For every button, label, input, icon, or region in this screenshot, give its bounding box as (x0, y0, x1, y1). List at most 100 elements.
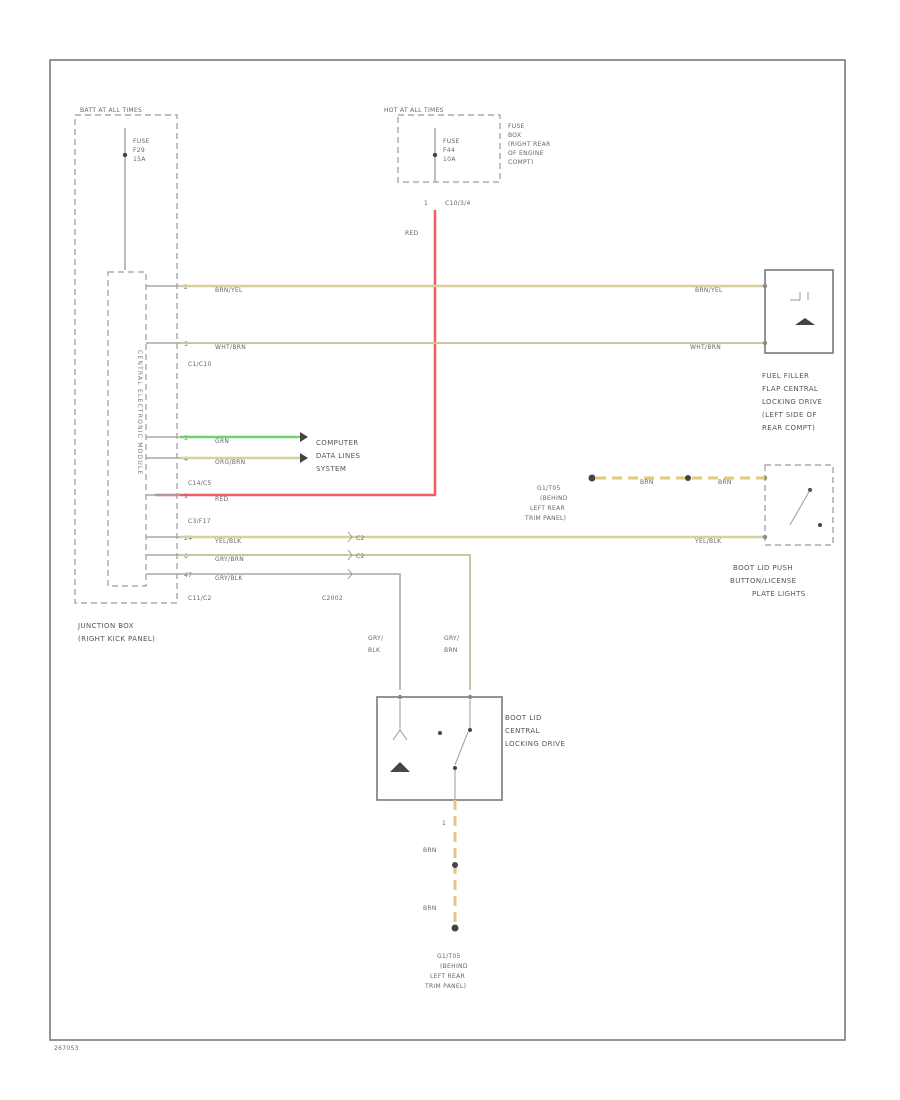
pin-label-3: 3 (184, 435, 188, 442)
wire-label-yel-blk-right: YEL/BLK (694, 538, 722, 545)
fuel-filler-motor-icon (795, 318, 815, 325)
wire-label-gry-left: GRY/ (368, 635, 384, 642)
module-pins: 2 5 3 4 1 24 6 47 (146, 284, 192, 579)
boot-drive-name-1: BOOT LID (505, 714, 542, 722)
computer-label: COMPUTER (316, 439, 359, 447)
diagram-frame (49, 59, 846, 1041)
gry-brn-wire (180, 554, 471, 690)
fuse-box-fuse-amperage: 10A (443, 156, 456, 163)
pin-label-6: 6 (184, 553, 188, 560)
junction-connector-3: C3/F17 (188, 518, 211, 525)
boot-switch-contact (789, 489, 811, 526)
pin-label-1: 1 (184, 493, 188, 500)
fuel-filler-box (764, 269, 834, 354)
fuel-filler-drive: FUEL FILLER FLAP CENTRAL LOCKING DRIVE (… (762, 269, 834, 432)
boot-switch-name-2: BUTTON/LICENSE (730, 577, 796, 585)
boot-drive-box (376, 696, 503, 801)
wire-label-brn-bottom-2: BRN (423, 905, 437, 912)
boot-lid-drive: BOOT LID CENTRAL LOCKING DRIVE (376, 694, 565, 801)
wire-label-red-2: RED (215, 496, 229, 503)
wire-label-org-brn: ORG/BRN (215, 459, 245, 466)
boot-drive-motor-icon (390, 762, 410, 772)
system-label: SYSTEM (316, 465, 346, 473)
fuel-filler-name-4: (LEFT SIDE OF (762, 411, 817, 419)
junction-fuse-terminal (122, 152, 128, 158)
drive-pin-label: 1 (442, 820, 446, 827)
fuse-box-name-4: OF ENGINE (508, 150, 544, 157)
fuse-box-name-2: BOX (508, 132, 521, 139)
module-side-text: CENTRAL ELECTRONIC MODULE (136, 350, 143, 475)
wire-label-grn: GRN (215, 438, 229, 445)
ground-top-name-3: LEFT REAR (530, 505, 565, 512)
pin-label-4: 4 (184, 456, 188, 463)
grn-arrow (300, 432, 308, 442)
fuse-box-outline (397, 114, 501, 183)
diagram-id: 267053 (54, 1045, 79, 1052)
c2-label-1: C2 (356, 535, 365, 542)
boot-lid-switch: BOOT LID PUSH BUTTON/LICENSE PLATE LIGHT… (730, 464, 834, 598)
red-wire (155, 210, 437, 497)
fuel-filler-name-5: REAR COMPT) (762, 424, 815, 432)
gry-blk-wire (180, 573, 401, 690)
fuel-filler-motor-symbol (790, 292, 809, 301)
fuse-box-header: HOT AT ALL TIMES (384, 107, 444, 114)
wire-label-wht-brn-left: WHT/BRN (215, 344, 246, 351)
junction-box-name-2: (RIGHT KICK PANEL) (78, 635, 155, 643)
fuel-filler-name-1: FUEL FILLER (762, 372, 809, 380)
ground-point-top (588, 474, 596, 482)
pin-label-47: 47 (184, 572, 192, 579)
fuse-box-name-3: (RIGHT REAR (508, 141, 551, 148)
ground-top-name-2: (BEHIND (540, 495, 568, 502)
pin-label-2: 2 (184, 284, 188, 291)
wire-label-brn-yel-left: BRN/YEL (215, 287, 243, 294)
fuel-filler-name-3: LOCKING DRIVE (762, 398, 822, 406)
c2-label-2: C2 (356, 553, 365, 560)
fuse-box: HOT AT ALL TIMES FUSE F44 10A FUSE BOX (… (384, 107, 551, 237)
data-lines-label: DATA LINES (316, 452, 360, 460)
junction-connector-1: C1/C10 (188, 361, 212, 368)
wire-label-brn-right: BRN (444, 647, 458, 654)
fuse-box-fuse-label: FUSE (443, 138, 460, 145)
fuse-box-pin: 1 (424, 200, 428, 207)
ground-top-name-4: TRIM PANEL) (524, 515, 566, 522)
fuel-filler-name-2: FLAP CENTRAL (762, 385, 818, 393)
ground-bottom-name-2: (BEHIND (440, 963, 468, 970)
fuse-box-terminal (432, 152, 438, 158)
fuse-box-name-5: COMPT) (508, 159, 534, 166)
splice-dot (685, 475, 691, 481)
wire-label-brn-top-1: BRN (640, 479, 654, 486)
bottom-splice-dot (452, 862, 458, 868)
wire-label-wht-brn-right: WHT/BRN (690, 344, 721, 351)
wire-label-gry-right: GRY/ (444, 635, 460, 642)
boot-drive-motor-symbol (392, 700, 408, 741)
connector-c2: C2 C2 C2002 (322, 531, 365, 602)
junction-box: BATT AT ALL TIMES FUSE F29 15A CENTRAL E… (74, 107, 212, 643)
org-brn-arrow (300, 453, 308, 463)
wire-label-brn-bottom-1: BRN (423, 847, 437, 854)
boot-switch-outline (764, 464, 834, 546)
fuse-box-name-1: FUSE (508, 123, 525, 130)
boot-drive-name-2: CENTRAL (505, 727, 540, 735)
ground-bottom-name-3: LEFT REAR (430, 973, 465, 980)
junction-fuse-number: F29 (133, 147, 145, 154)
ground-bottom-name-1: G1/T05 (437, 953, 461, 960)
ground-top-name-1: G1/T05 (537, 485, 561, 492)
pin-label-5: 5 (184, 341, 188, 348)
junction-fuse-amperage: 15A (133, 156, 146, 163)
central-electronic-module (107, 271, 147, 587)
wire-label-red: RED (405, 230, 419, 237)
boot-drive-contact (454, 731, 469, 766)
ground-point-bottom (451, 924, 459, 932)
pin-label-24: 24 (184, 535, 192, 542)
junction-box-header: BATT AT ALL TIMES (80, 107, 142, 114)
wire-label-gry-blk: GRY/BLK (215, 575, 243, 582)
boot-drive-name-3: LOCKING DRIVE (505, 740, 565, 748)
wire-label-brn-yel-right: BRN/YEL (695, 287, 723, 294)
junction-box-outline (74, 114, 178, 604)
fuse-box-connector: C10/3/4 (445, 200, 471, 207)
c2002-label: C2002 (322, 595, 343, 602)
junction-box-name-1: JUNCTION BOX (77, 622, 134, 630)
ground-bottom-name-4: TRIM PANEL) (424, 983, 466, 990)
junction-fuse-label: FUSE (133, 138, 150, 145)
